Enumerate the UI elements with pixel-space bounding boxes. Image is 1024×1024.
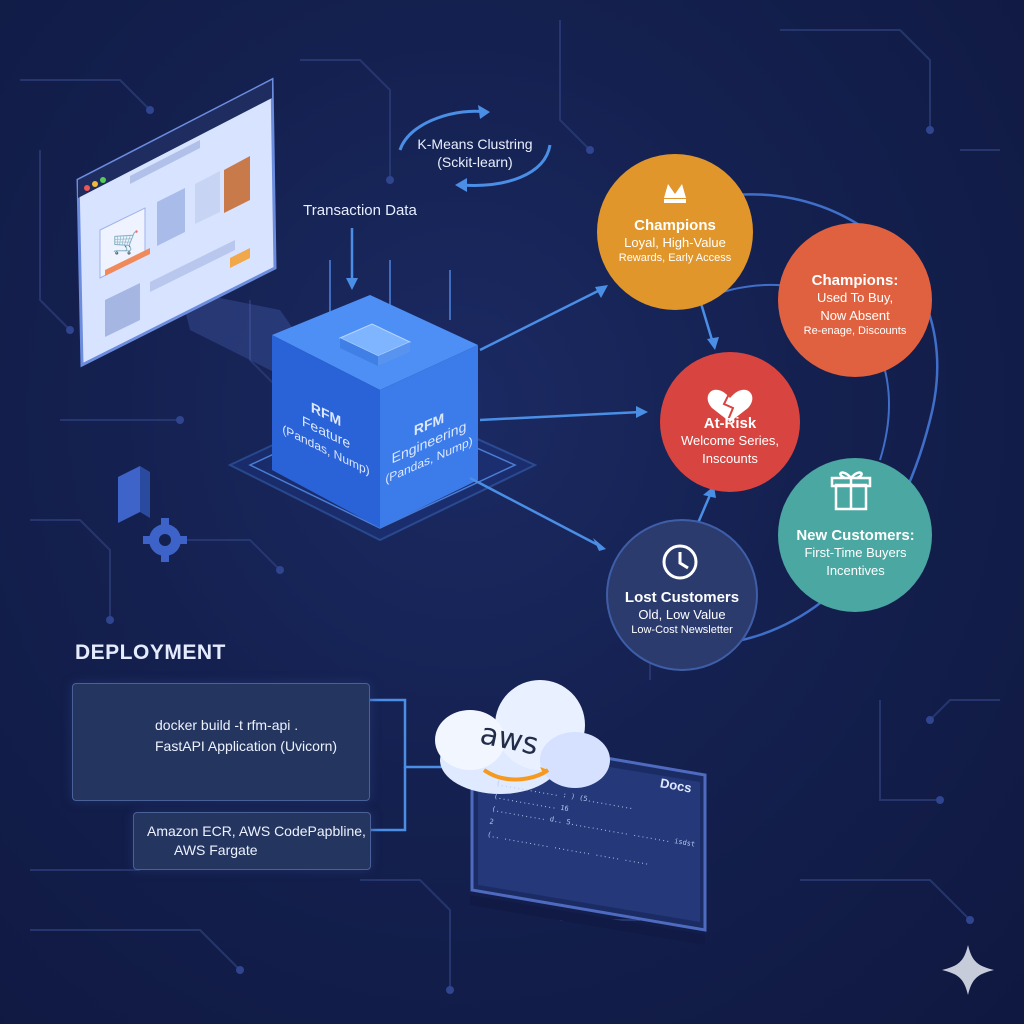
segment-action: Re-enage, Discounts (803, 325, 907, 337)
segment-title: At-Risk (703, 415, 757, 432)
segment-action: Incentives (826, 563, 885, 578)
server-icon (118, 466, 150, 523)
segment-lost-customers: Lost Customers Old, Low Value Low-Cost N… (607, 589, 757, 636)
segment-title: Champions (634, 217, 716, 234)
broken-heart-icon (707, 389, 753, 422)
clock-icon (662, 544, 698, 580)
docker-fastapi-box: docker build -t rfm-api . FastAPI Applic… (72, 683, 370, 801)
segment-title: New Customers: (796, 527, 915, 544)
kmeans-label: K-Means Clustring (Sckit-learn) (395, 135, 555, 171)
docker-command: docker build -t rfm-api . (155, 717, 299, 733)
aws-services-line1: Amazon ECR, AWS CodePapbline, (147, 823, 366, 839)
segment-circles (597, 154, 932, 671)
segment-action: Rewards, Early Access (618, 252, 732, 264)
sparkle-icon (942, 945, 994, 995)
segment-new-customers-circle (778, 458, 932, 612)
gear-icon (143, 518, 187, 562)
segment-desc2: Now Absent (820, 308, 890, 323)
segment-action: Inscounts (702, 451, 758, 466)
segment-action: Low-Cost Newsletter (631, 624, 733, 636)
segment-champions-absent-circle (778, 223, 932, 377)
aws-cloud-icon (435, 680, 610, 794)
segment-desc: Welcome Series, (680, 433, 779, 448)
gift-icon (830, 471, 872, 511)
rfm-cube (272, 295, 478, 528)
deployment-heading: DEPLOYMENT (75, 641, 226, 664)
segment-champions-absent: Champions: Used To Buy, Now Absent Re-en… (780, 272, 930, 337)
transaction-data-label: Transaction Data (303, 202, 417, 219)
segment-champions: Champions Loyal, High-Value Rewards, Ear… (600, 217, 750, 264)
fastapi-app-label: FastAPI Application (Uvicorn) (155, 738, 338, 754)
crown-icon (664, 184, 686, 203)
segment-new-customers: New Customers: First-Time Buyers Incenti… (778, 527, 933, 580)
segment-lost-customers-circle (606, 519, 758, 671)
segment-champions-circle (597, 154, 753, 310)
segment-desc: Used To Buy, (816, 290, 894, 305)
aws-services-line2: AWS Fargate (174, 842, 258, 858)
kmeans-line2: (Sckit-learn) (437, 154, 513, 170)
segment-desc: Loyal, High-Value (624, 235, 726, 250)
kmeans-line1: K-Means Clustring (417, 136, 533, 152)
kmeans-cycle-arrows (398, 109, 552, 187)
segment-at-risk: At-Risk Welcome Series, Inscounts (660, 415, 800, 468)
segment-desc: First-Time Buyers (804, 545, 907, 560)
ecommerce-browser-window: 🛒 (76, 77, 277, 368)
segment-title: Champions: (811, 272, 899, 289)
docs-terminal-window (470, 733, 707, 945)
segment-desc: Old, Low Value (638, 607, 726, 622)
segment-title: Lost Customers (624, 589, 740, 606)
aws-services-box: Amazon ECR, AWS CodePapbline, AWS Fargat… (133, 812, 371, 870)
svg-text:🛒: 🛒 (112, 230, 139, 256)
